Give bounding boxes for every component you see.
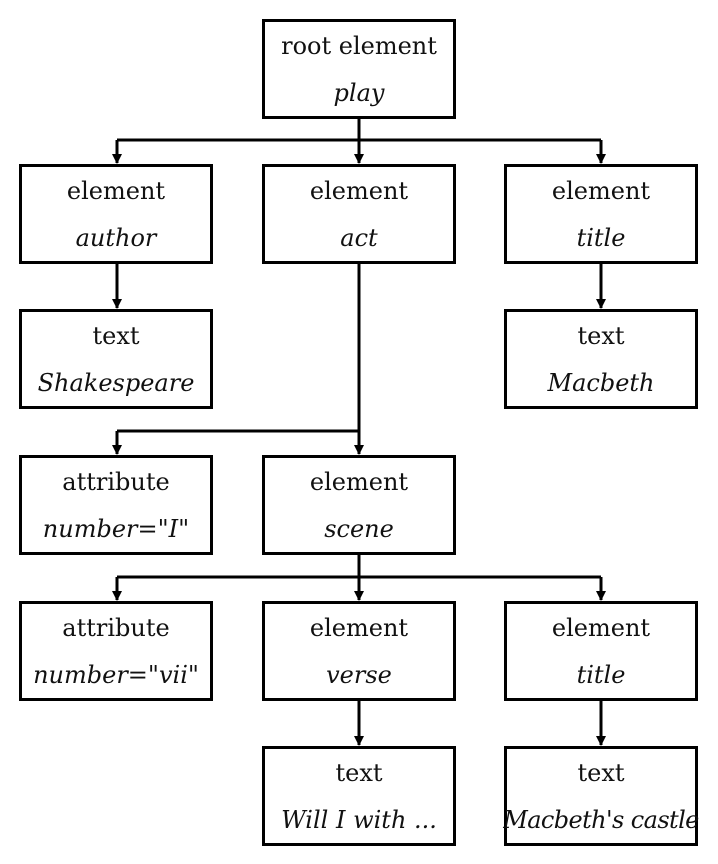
node-name: Will I with ... (281, 805, 437, 834)
node-element-title: element title (504, 164, 698, 264)
node-name: author (75, 223, 157, 252)
node-name: play (333, 78, 385, 107)
node-attribute-scene-number: attribute number="vii" (19, 601, 213, 701)
node-name: Macbeth's castle (503, 805, 699, 834)
node-element-act: element act (262, 164, 456, 264)
node-name: scene (324, 514, 394, 543)
node-name: act (340, 223, 378, 252)
node-element-scene: element scene (262, 455, 456, 555)
node-kind: text (335, 758, 383, 787)
node-name: title (576, 223, 626, 252)
node-kind: attribute (62, 467, 170, 496)
node-kind: text (577, 758, 625, 787)
node-kind: element (309, 613, 409, 642)
node-name: Macbeth (547, 368, 655, 397)
node-element-verse: element verse (262, 601, 456, 701)
node-name: number="vii" (33, 660, 199, 689)
node-kind: element (309, 176, 409, 205)
node-kind: element (551, 613, 651, 642)
node-kind: element (66, 176, 166, 205)
node-name: number="I" (42, 514, 190, 543)
node-kind: attribute (62, 613, 170, 642)
node-text-macbeths-castle: text Macbeth's castle (503, 746, 699, 846)
node-kind: element (309, 467, 409, 496)
node-kind: element (551, 176, 651, 205)
node-kind: text (92, 321, 140, 350)
node-kind: root element (281, 31, 437, 60)
node-attribute-act-number: attribute number="I" (19, 455, 213, 555)
node-name: verse (326, 660, 392, 689)
node-text-will-i-with: text Will I with ... (262, 746, 456, 846)
node-element-author: element author (19, 164, 213, 264)
node-text-macbeth: text Macbeth (504, 309, 698, 409)
node-name: title (576, 660, 626, 689)
node-element-title-2: element title (504, 601, 698, 701)
node-name: Shakespeare (37, 368, 195, 397)
node-root-play: root element play (262, 19, 456, 119)
node-kind: text (577, 321, 625, 350)
node-text-shakespeare: text Shakespeare (19, 309, 213, 409)
